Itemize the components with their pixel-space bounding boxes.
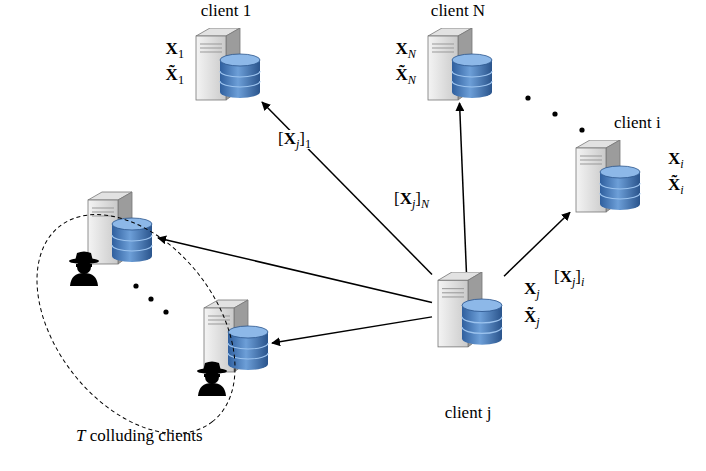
- share-label: [Xj]N: [392, 190, 431, 209]
- attacker-icon: [69, 252, 99, 287]
- ellipsis-dot: [133, 283, 138, 288]
- server-icon: [190, 28, 262, 103]
- share-arrow: [262, 102, 432, 274]
- share-arrow: [504, 212, 570, 276]
- data-matrix: X̃N: [396, 66, 416, 85]
- ellipsis-dot: [148, 296, 153, 301]
- ellipsis-dot: [525, 95, 530, 100]
- data-matrix: XN: [396, 40, 416, 59]
- share-label: [Xj]i: [552, 268, 586, 287]
- client-server: client jXjX̃j: [432, 272, 504, 350]
- ellipsis-dot: [552, 111, 557, 116]
- data-matrix: Xj: [524, 280, 540, 299]
- ellipsis-dot: [579, 127, 584, 132]
- node-label: client 1: [201, 2, 252, 21]
- node-label: client N: [431, 2, 485, 21]
- client-server: client iXiX̃i: [570, 140, 642, 215]
- data-matrix: X1: [166, 40, 184, 59]
- colluder-region: T colluding clients: [18, 196, 258, 446]
- node-label: client i: [614, 114, 661, 133]
- share-arrow: [158, 238, 432, 303]
- data-matrix: X̃1: [166, 66, 184, 85]
- server-icon: [570, 140, 642, 215]
- server-icon: [88, 192, 152, 264]
- share-arrow: [460, 103, 467, 272]
- node-label: T colluding clients: [76, 427, 203, 446]
- server-icon: [422, 28, 494, 103]
- dashed-ellipse: [18, 196, 258, 446]
- client-server: client NXNX̃N: [422, 28, 494, 103]
- attacker-icon: [197, 362, 227, 397]
- client-server: client 1X1X̃1: [190, 28, 262, 103]
- data-matrix: X̃j: [524, 308, 540, 327]
- server-icon: [204, 300, 268, 372]
- data-matrix: Xi: [668, 150, 684, 169]
- node-label: client j: [445, 404, 492, 423]
- share-label: [Xj]1: [276, 130, 313, 149]
- server-icon: [432, 272, 504, 350]
- data-matrix: X̃i: [668, 176, 684, 195]
- ellipsis-dot: [163, 309, 168, 314]
- share-arrow: [272, 317, 432, 343]
